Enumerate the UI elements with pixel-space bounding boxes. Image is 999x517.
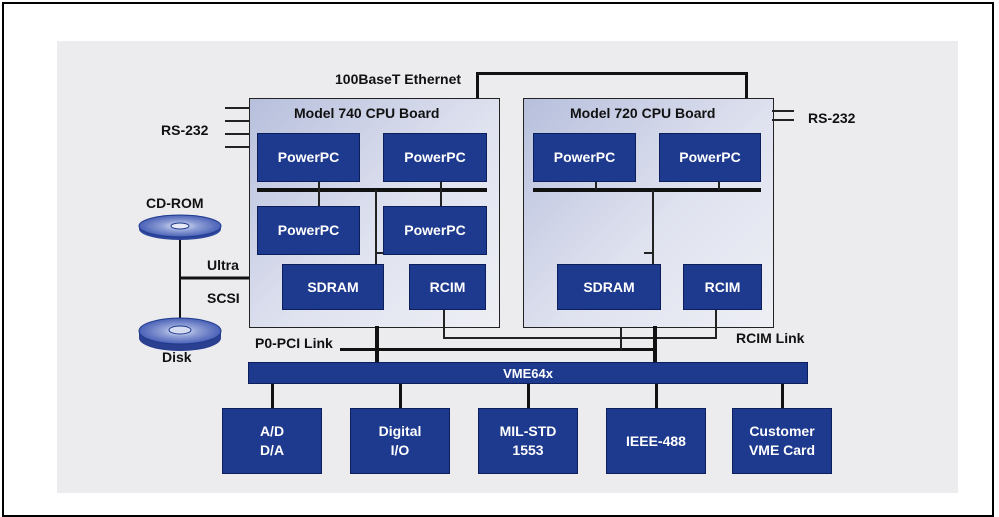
p0-pci-link-label: P0-PCI Link (255, 335, 333, 351)
cdrom-icon (138, 214, 222, 240)
p0-pci-link-line (340, 348, 657, 351)
powerpc-chip: PowerPC (659, 133, 761, 182)
bus-connector (375, 326, 379, 362)
connector (718, 181, 720, 190)
card-connector (399, 384, 402, 408)
rs232-line (225, 107, 249, 109)
cdrom-label: CD-ROM (146, 195, 204, 211)
powerpc-chip: PowerPC (383, 206, 487, 255)
card-connector (655, 384, 658, 408)
connector (644, 252, 653, 254)
board-740-internal-bus (257, 188, 487, 192)
board-740-title: Model 740 CPU Board (294, 105, 440, 121)
connector (318, 181, 320, 209)
rs232-line (225, 120, 249, 122)
board-720-internal-bus (533, 188, 761, 192)
disk-label: Disk (162, 349, 192, 365)
connector (620, 328, 622, 350)
connector (375, 190, 377, 270)
digital-io-card: Digital I/O (350, 408, 450, 474)
ultra-label: Ultra (207, 257, 239, 273)
card-connector (271, 384, 274, 408)
rcim-chip: RCIM (409, 264, 486, 310)
disk-icon (138, 317, 222, 351)
powerpc-chip: PowerPC (257, 133, 360, 182)
sdram-chip: SDRAM (282, 264, 384, 310)
rs232-line (772, 110, 794, 112)
rcim-link-label: RCIM Link (736, 330, 805, 346)
rcim-link-drop-right (715, 310, 717, 338)
ethernet-label: 100BaseT Ethernet (335, 71, 462, 87)
powerpc-chip: PowerPC (533, 133, 636, 182)
bus-connector (653, 326, 657, 362)
connector (595, 181, 597, 190)
ethernet-line-left-drop (476, 72, 479, 98)
connector (652, 190, 654, 270)
rs232-right-label: RS-232 (808, 110, 856, 126)
rs232-line (772, 119, 794, 121)
board-720-title: Model 720 CPU Board (570, 105, 716, 121)
ethernet-line-right-drop (745, 72, 748, 98)
ad-da-card: A/D D/A (222, 408, 322, 474)
sdram-chip: SDRAM (557, 264, 661, 310)
mil-std-1553-card: MIL-STD 1553 (478, 408, 578, 474)
powerpc-chip: PowerPC (383, 133, 487, 182)
ieee-488-card: IEEE-488 (606, 408, 706, 474)
rs232-line (225, 146, 249, 148)
vme64x-bus: VME64x (248, 362, 808, 384)
card-connector (527, 384, 530, 408)
rs232-line (225, 133, 249, 135)
scsi-label: SCSI (207, 290, 240, 306)
rs232-left-label: RS-232 (161, 122, 209, 138)
card-connector (781, 384, 784, 408)
connector (375, 252, 384, 254)
powerpc-chip: PowerPC (257, 206, 360, 255)
customer-vme-card: Customer VME Card (732, 408, 832, 474)
connector (440, 181, 442, 209)
rcim-link-drop-left (443, 310, 445, 338)
rcim-chip: RCIM (683, 264, 762, 310)
rcim-link-line (443, 337, 717, 339)
ethernet-line-top (476, 72, 748, 75)
